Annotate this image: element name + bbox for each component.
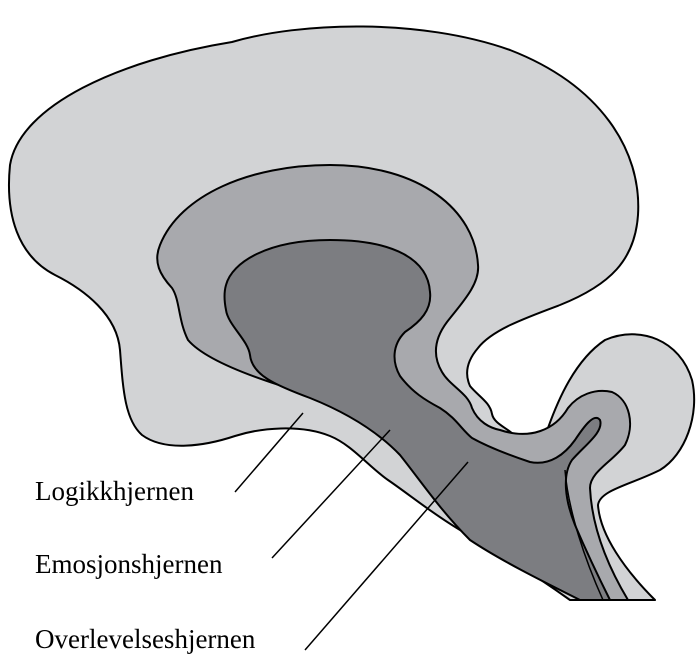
logic-brain-label: Logikkhjernen bbox=[35, 476, 194, 506]
survival-brain-leader bbox=[305, 462, 468, 650]
emotion-brain-label: Emosjonshjernen bbox=[35, 549, 223, 579]
survival-brain-label: Overlevelseshjernen bbox=[35, 624, 256, 654]
emotion-brain-leader bbox=[272, 430, 390, 558]
